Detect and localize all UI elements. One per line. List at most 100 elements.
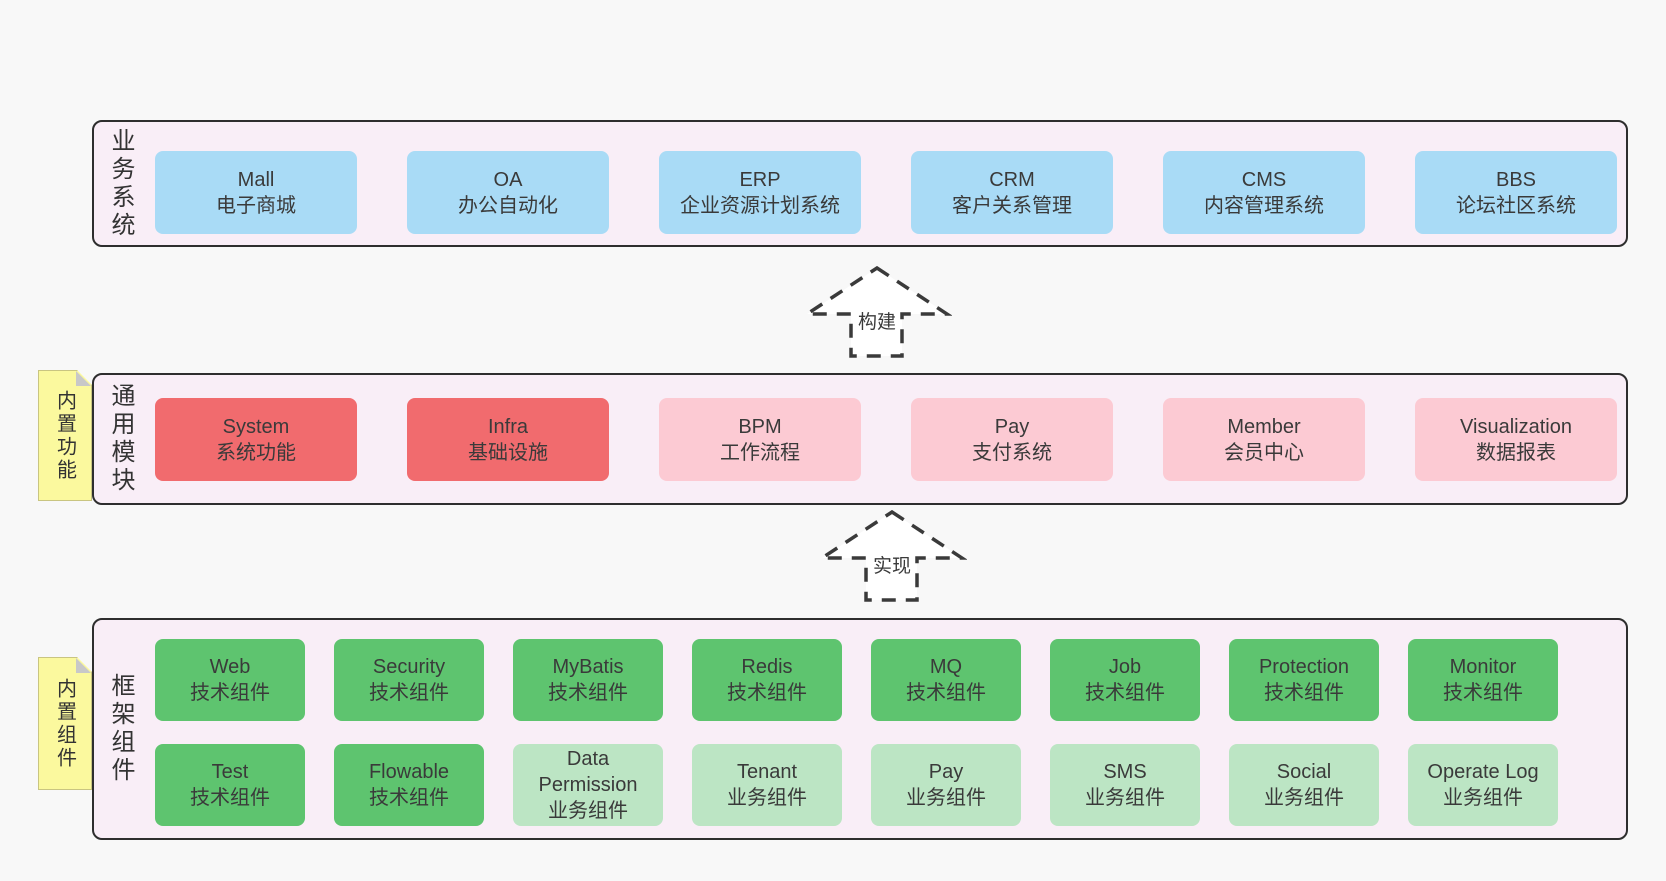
box-subtitle: 工作流程: [720, 441, 800, 464]
box-mq: MQ 技术组件: [871, 639, 1021, 721]
sticky-note-text: 内置组件: [53, 677, 76, 770]
band-label-business-systems: 业务系统: [107, 127, 134, 240]
box-pay: Pay 支付系统: [911, 398, 1113, 481]
box-operate-log: Operate Log 业务组件: [1408, 744, 1558, 826]
box-subtitle: 电子商城: [216, 194, 296, 217]
arrow-implement-label: 实现: [873, 555, 911, 577]
box-title: Social: [1276, 761, 1332, 783]
box-title: CRM: [989, 168, 1035, 191]
arrow-implement-shape: [817, 510, 967, 602]
box-sms: SMS 业务组件: [1050, 744, 1200, 826]
box-subtitle: 技术组件: [906, 682, 986, 704]
box-title: Operate Log: [1427, 761, 1539, 783]
box-row-common-modules: System 系统功能 Infra 基础设施 BPM 工作流程 Pay 支付系统 Member 会…: [155, 398, 1617, 481]
box-subtitle: 客户关系管理: [952, 194, 1072, 217]
box-title: Flowable: [368, 761, 450, 783]
box-subtitle: 会员中心: [1224, 441, 1304, 464]
box-subtitle: 技术组件: [1264, 682, 1344, 704]
box-monitor: Monitor 技术组件: [1408, 639, 1558, 721]
box-subtitle: 技术组件: [190, 682, 270, 704]
box-test: Test 技术组件: [155, 744, 305, 826]
box-title: Monitor: [1449, 656, 1517, 678]
box-subtitle: 技术组件: [369, 682, 449, 704]
box-title: BBS: [1495, 168, 1537, 191]
box-job: Job 技术组件: [1050, 639, 1200, 721]
box-mall: Mall 电子商城: [155, 151, 357, 234]
box-security: Security 技术组件: [334, 639, 484, 721]
box-subtitle: 支付系统: [972, 441, 1052, 464]
box-subtitle: 业务组件: [727, 787, 807, 809]
box-bbs: BBS 论坛社区系统: [1415, 151, 1617, 234]
box-subtitle: 业务组件: [1443, 787, 1523, 809]
box-title: Infra: [487, 415, 529, 438]
box-title: MQ: [929, 656, 963, 678]
box-title: System: [222, 415, 290, 438]
box-social: Social 业务组件: [1229, 744, 1379, 826]
box-title: OA: [493, 168, 523, 191]
arrow-implement-icon: 实现: [817, 510, 967, 602]
box-title: Tenant: [736, 761, 798, 783]
box-subtitle: 系统功能: [216, 441, 296, 464]
arrow-build-label: 构建: [858, 311, 896, 333]
box-tenant: Tenant 业务组件: [692, 744, 842, 826]
box-visualization: Visualization 数据报表: [1415, 398, 1617, 481]
box-title: ERP: [739, 168, 781, 191]
box-subtitle: 技术组件: [190, 787, 270, 809]
box-data-permission: Data Permission 业务组件: [513, 744, 663, 826]
box-subtitle: 业务组件: [548, 800, 628, 822]
box-title: Security: [372, 656, 446, 678]
band-label-common-modules: 通用模块: [107, 383, 134, 495]
box-crm: CRM 客户关系管理: [911, 151, 1113, 234]
box-title: Test: [211, 761, 249, 783]
box-subtitle: 业务组件: [1264, 787, 1344, 809]
band-common-modules: 通用模块 System 系统功能 Infra 基础设施 BPM 工作流程 Pay 支付系统 Me…: [92, 373, 1628, 505]
box-title: MyBatis: [552, 656, 624, 678]
box-infra: Infra 基础设施: [407, 398, 609, 481]
box-title: Member: [1227, 415, 1301, 438]
box-subtitle: 企业资源计划系统: [680, 194, 840, 217]
box-subtitle: 技术组件: [727, 682, 807, 704]
box-bpm: BPM 工作流程: [659, 398, 861, 481]
box-flowable: Flowable 技术组件: [334, 744, 484, 826]
box-member: Member 会员中心: [1163, 398, 1365, 481]
box-subtitle: 技术组件: [369, 787, 449, 809]
box-web: Web 技术组件: [155, 639, 305, 721]
arrow-build-shape: [802, 266, 952, 358]
box-subtitle: 基础设施: [468, 441, 548, 464]
box-subtitle: 业务组件: [1085, 787, 1165, 809]
box-title: SMS: [1103, 761, 1147, 783]
box-redis: Redis 技术组件: [692, 639, 842, 721]
box-title: Web: [209, 656, 251, 678]
box-subtitle: 技术组件: [1443, 682, 1523, 704]
folded-corner-icon: [76, 371, 91, 386]
box-title: Mall: [237, 168, 275, 191]
box-subtitle: 论坛社区系统: [1456, 194, 1576, 217]
band-label-framework-components: 框架组件: [107, 673, 134, 785]
box-title: Redis: [741, 656, 793, 678]
box-subtitle: 数据报表: [1476, 441, 1556, 464]
box-protection: Protection 技术组件: [1229, 639, 1379, 721]
box-subtitle: 技术组件: [1085, 682, 1165, 704]
box-title: Pay: [994, 415, 1030, 438]
box-title: Job: [1108, 656, 1142, 678]
box-title: CMS: [1241, 168, 1287, 191]
box-erp: ERP 企业资源计划系统: [659, 151, 861, 234]
sticky-note-builtin-features: 内置功能: [38, 370, 92, 501]
box-title: Data Permission: [538, 748, 638, 796]
box-subtitle: 业务组件: [906, 787, 986, 809]
folded-corner-icon: [76, 658, 91, 673]
arrow-build-icon: 构建: [802, 266, 952, 358]
box-title: Visualization: [1460, 415, 1572, 438]
sticky-note-builtin-components: 内置组件: [38, 657, 92, 790]
box-title: Protection: [1258, 656, 1350, 678]
box-title: BPM: [738, 415, 782, 438]
sticky-note-text: 内置功能: [53, 389, 76, 482]
